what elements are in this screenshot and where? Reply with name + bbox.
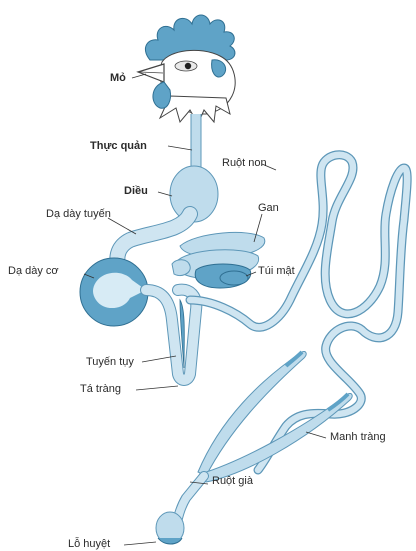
label-beak: Mỏ xyxy=(110,73,126,84)
label-large-intestine: Ruột già xyxy=(212,476,253,487)
label-liver: Gan xyxy=(258,203,279,214)
label-proventriculus: Dạ dày tuyến xyxy=(46,209,111,220)
small-intestine xyxy=(190,155,407,470)
label-gizzard: Dạ dày cơ xyxy=(8,266,59,277)
eye-icon xyxy=(185,63,191,69)
liver-organ xyxy=(172,232,265,288)
label-cecum: Manh tràng xyxy=(330,432,386,443)
label-gallbladder: Túi mật xyxy=(258,266,295,277)
gallbladder-organ xyxy=(220,271,248,285)
label-crop: Diều xyxy=(124,186,148,197)
label-pancreas: Tuyến tụy xyxy=(86,357,134,368)
label-cloaca: Lỗ huyệt xyxy=(68,539,110,550)
label-esophagus: Thực quản xyxy=(90,141,147,152)
label-small-intestine: Ruột non xyxy=(222,158,267,169)
label-duodenum: Tá tràng xyxy=(80,384,121,395)
chicken-head-icon xyxy=(138,15,235,124)
